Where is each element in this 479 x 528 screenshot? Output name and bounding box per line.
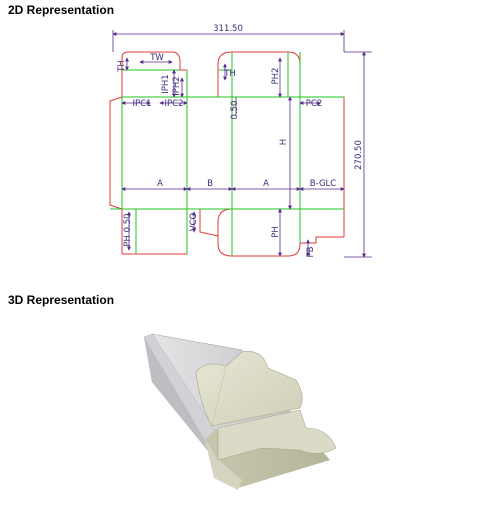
label-ph-right: PH (271, 226, 281, 238)
label-small-dim: 0.50 (230, 101, 240, 120)
label-b-glc: B-GLC (310, 179, 337, 189)
label-ipc2: IPC2 (165, 99, 184, 109)
overall-height-dimension: 270.50 (344, 51, 372, 258)
label-th-right: TH (223, 69, 236, 79)
overall-width-dimension: 311.50 (112, 24, 345, 52)
dimension-helpers (121, 57, 345, 257)
dieline-labels: TW TH IPH1 IPH2 TH PH2 IPC1 IPC2 0.50 PC… (117, 53, 336, 257)
overall-height-label: 270.50 (354, 140, 364, 170)
label-tw: TW (149, 53, 164, 63)
label-a-left: A (157, 179, 163, 189)
label-iph2: IPH2 (172, 76, 182, 95)
top-tuck-flaps (195, 351, 337, 461)
overall-width-label: 311.50 (213, 24, 243, 34)
label-b: B (207, 179, 213, 189)
label-a-right: A (263, 179, 269, 189)
label-ph-left: PH 0.50 (123, 213, 133, 246)
label-pb: PB (306, 246, 316, 257)
label-vco: VCO (189, 212, 199, 231)
label-th-left: TH (117, 60, 127, 73)
box-3d-render (143, 333, 337, 490)
section-title-3d: 3D Representation (8, 293, 115, 307)
dieline-diagram: 311.50 270.50 (109, 24, 372, 258)
label-ph2: PH2 (271, 68, 281, 85)
label-h: H (279, 139, 289, 145)
label-ipc1: IPC1 (133, 99, 152, 109)
fold-lines (110, 52, 344, 256)
cut-lines (109, 51, 345, 257)
section-title-2d: 2D Representation (8, 3, 115, 17)
label-pc2: PC2 (306, 99, 322, 109)
label-iph1: IPH1 (161, 74, 171, 93)
